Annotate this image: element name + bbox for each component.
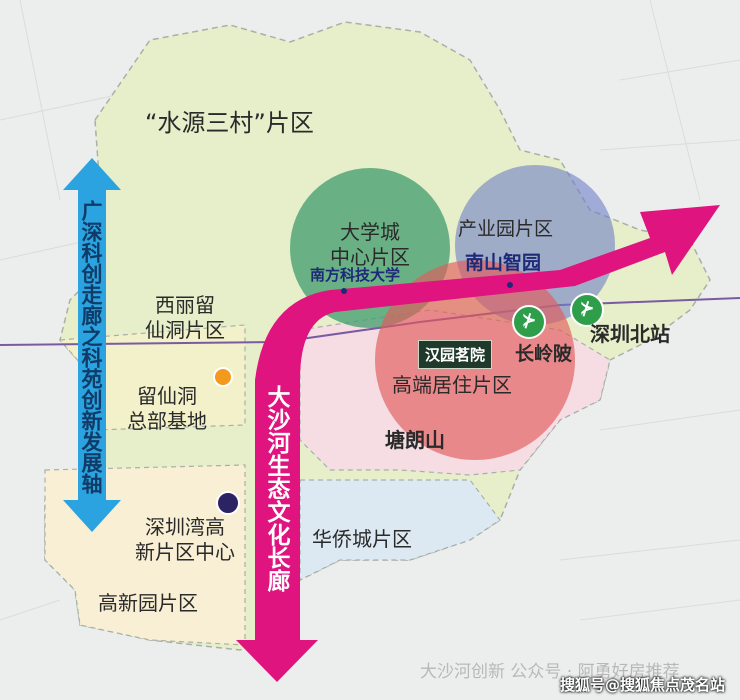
- metro-changlingbei-icon: ⊁: [512, 305, 546, 339]
- background-streets: [0, 0, 740, 621]
- vertical-axis-corridor-arrow: [63, 158, 121, 532]
- area-shuiyuan-label: “水源三村”片区: [145, 109, 314, 137]
- dasha-arrow-head: [236, 640, 318, 682]
- dasha-river-corridor-arrow: [255, 205, 720, 640]
- sustech-marker: [341, 288, 347, 294]
- circle-university-label: 大学城 中心片区: [330, 220, 410, 269]
- shenzhenwan-marker: [216, 491, 240, 515]
- area-gaoxinyuan-label: 高新园片区: [98, 591, 198, 615]
- zone-huaqiaocheng: [299, 479, 501, 581]
- area-xili-label: 西丽留 仙洞片区: [145, 293, 225, 342]
- dasha-river-label: 大沙河生态文化长廊: [263, 385, 289, 592]
- nanshan-zhiyuan-label: 南山智园: [465, 252, 542, 274]
- hanyuan-project-tag: 汉园茗院: [418, 340, 493, 369]
- area-tanglangshan-label: 塘朗山: [385, 428, 445, 452]
- liuxiandong-marker: [213, 367, 233, 387]
- vertical-axis-label: 广深科创走廊之科苑创新发展轴: [79, 200, 103, 494]
- circle-industry-label: 产业园片区: [458, 218, 554, 240]
- changlingbei-label: 长岭陂: [515, 343, 573, 365]
- sustech-label: 南方科技大学: [310, 266, 401, 284]
- wechat-watermark: 大沙河创新 公众号 · 阿勇好房推荐: [420, 662, 680, 682]
- metro-shenzhen-north-icon: ⊁: [570, 293, 604, 327]
- area-huaqiaocheng-label: 华侨城片区: [312, 527, 412, 551]
- circle-residential-label: 高端居住片区: [392, 373, 512, 397]
- area-shenzhenwan-label: 深圳湾高 新片区中心: [135, 515, 235, 564]
- nanshan-zhiyuan-marker: [507, 282, 513, 288]
- sohu-watermark: 搜狐号@搜狐焦点茂名站: [560, 676, 726, 694]
- area-liuxiandong-label: 留仙洞 总部基地: [127, 384, 207, 433]
- shenzhen-north-label: 深圳北站: [590, 322, 670, 346]
